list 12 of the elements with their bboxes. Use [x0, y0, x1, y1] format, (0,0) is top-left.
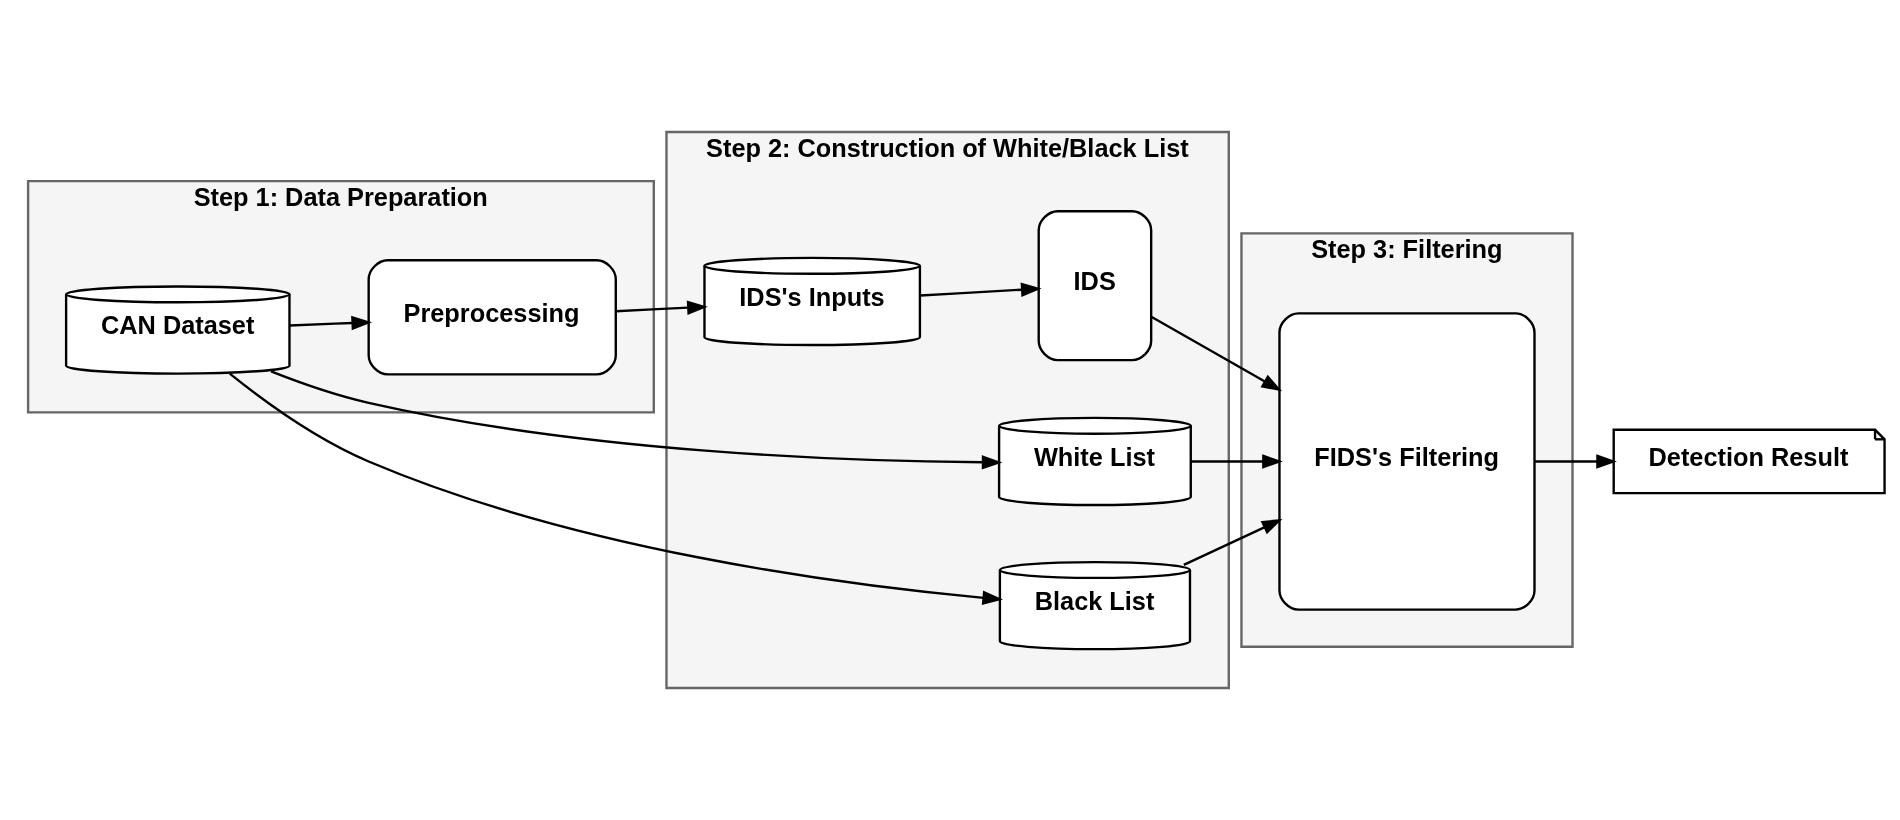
arrow	[289, 315, 373, 331]
arrow	[229, 372, 1003, 605]
arrow	[270, 370, 1003, 470]
arrow	[615, 300, 708, 315]
node-box: FIDS's Filtering	[1278, 312, 1536, 611]
node-box: IDS	[1037, 210, 1153, 362]
arrow	[1183, 518, 1283, 566]
node-box: Preprocessing	[367, 259, 617, 376]
arrow	[1151, 316, 1283, 392]
arrow	[1190, 454, 1283, 469]
arrow	[1534, 454, 1617, 469]
arrow	[920, 282, 1042, 297]
